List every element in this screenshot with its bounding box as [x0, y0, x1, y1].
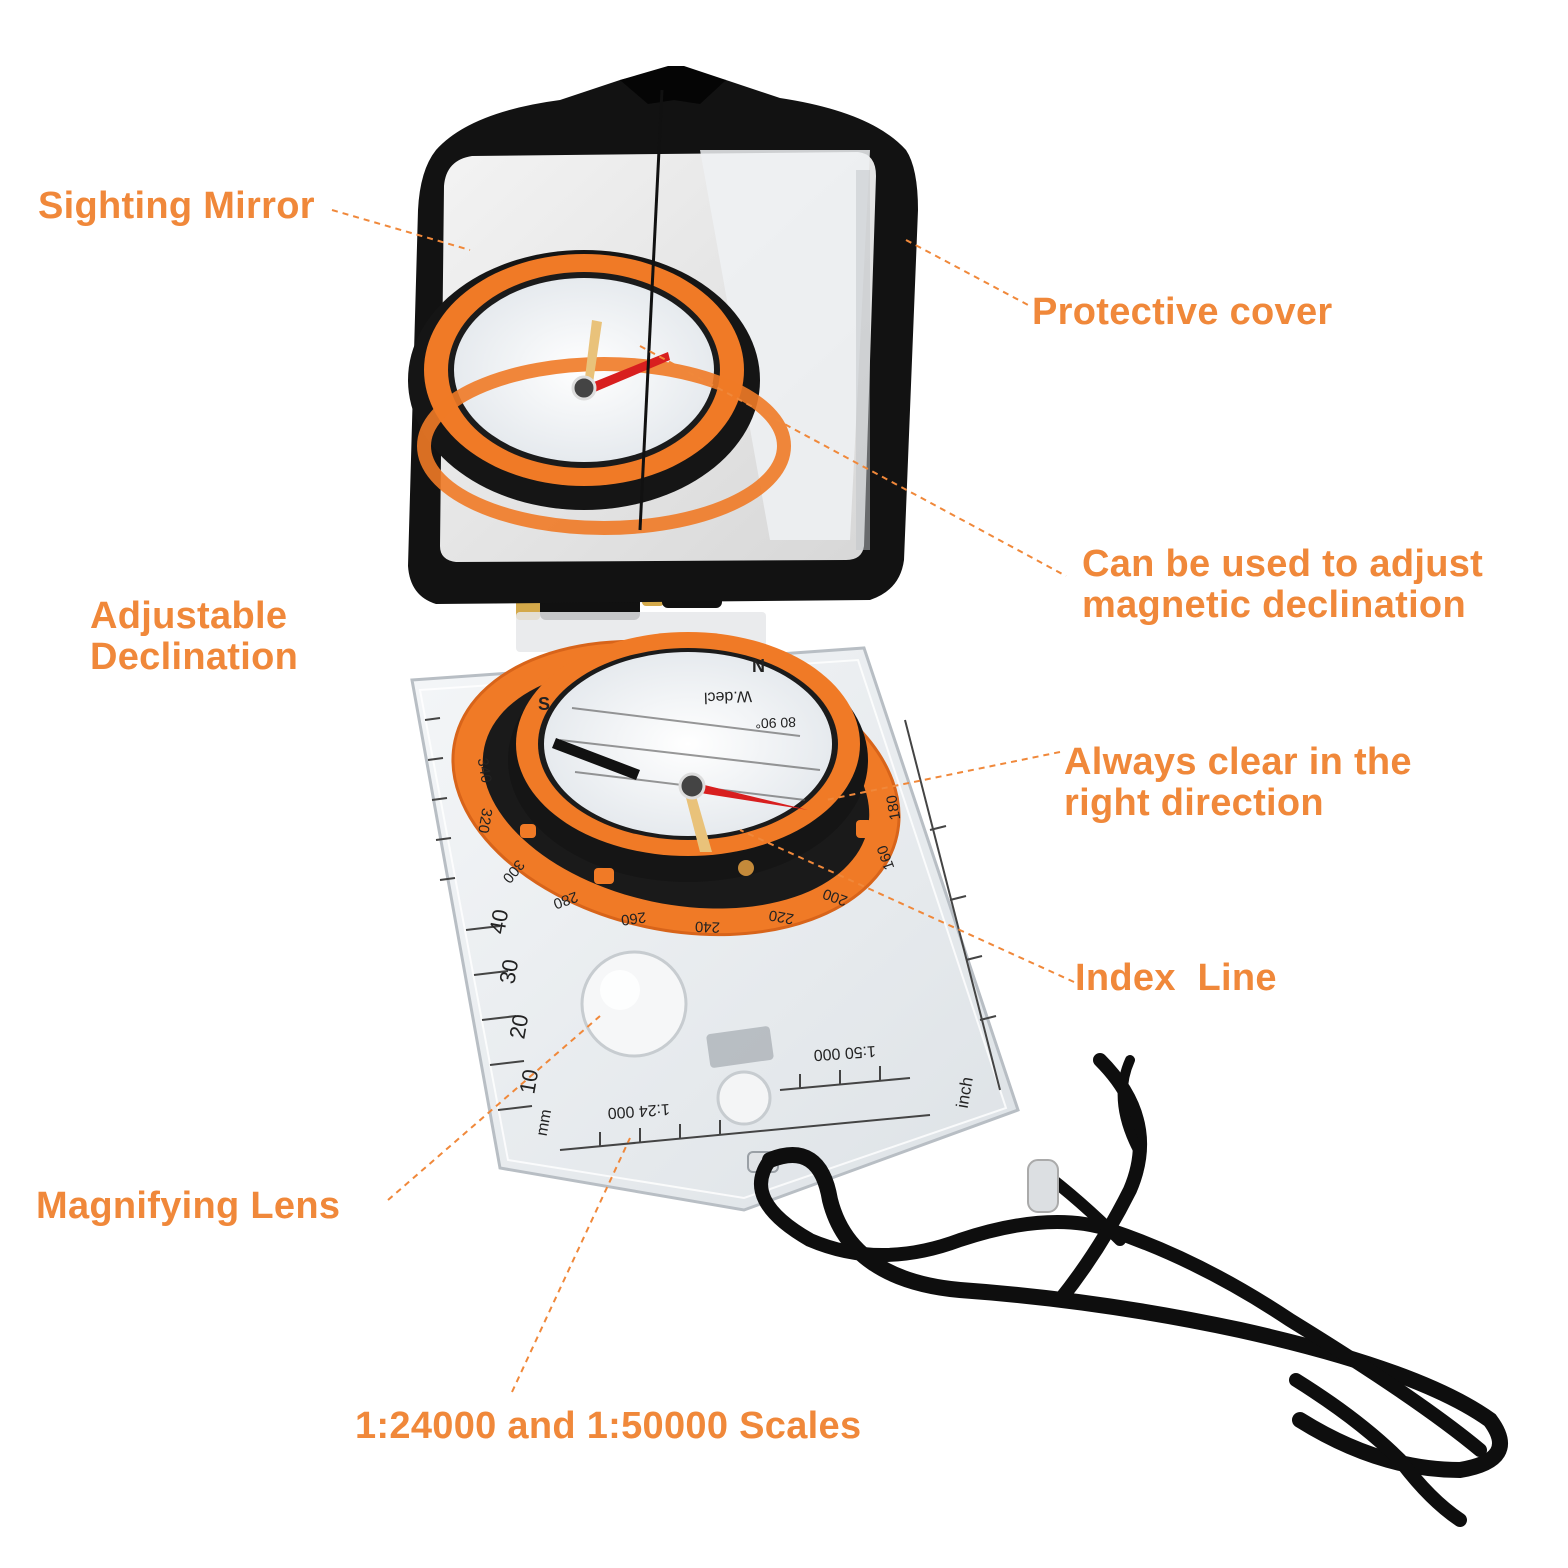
- ruler-number-30: 30: [494, 957, 523, 985]
- cardinal-s: S: [538, 694, 550, 714]
- label-adjust-declination: Can be used to adjust magnetic declinati…: [1082, 544, 1483, 626]
- main-dial: W.decl 80 90° 200 220 240 260 280 300 32…: [451, 632, 904, 937]
- callout-line-scales: [511, 1137, 631, 1393]
- callout-line-declination: [639, 345, 1067, 577]
- label-adjust-declination-line2: magnetic declination: [1082, 584, 1466, 626]
- lanyard: [754, 1053, 1508, 1527]
- bearing-240: 240: [695, 918, 721, 936]
- callout-line-clear: [825, 751, 1061, 801]
- label-always-clear-line1: Always clear in the: [1064, 741, 1412, 783]
- left-ruler: [424, 717, 533, 1111]
- callout-line-lens: [387, 1015, 601, 1201]
- unit-mm-text: mm: [534, 1108, 555, 1137]
- ruler-number-10: 10: [514, 1067, 543, 1095]
- label-adjustable-declination-line1: Adjustable: [90, 595, 288, 637]
- bearing-340: 340: [474, 757, 495, 785]
- ruler-number-20: 20: [504, 1012, 533, 1040]
- scale-50000-text: 1:50 000: [813, 1042, 876, 1063]
- right-ruler: [904, 719, 1001, 1091]
- bearing-320: 320: [474, 807, 495, 835]
- lanyard-whistle: [1027, 1159, 1059, 1213]
- mirror-lid: [408, 66, 918, 604]
- ruler-number-40: 40: [484, 907, 513, 935]
- label-protective-cover: Protective cover: [1032, 291, 1333, 333]
- label-magnifying-lens: Magnifying Lens: [36, 1185, 341, 1227]
- label-adjust-declination-line1: Can be used to adjust: [1082, 543, 1484, 585]
- small-lens: [716, 1070, 772, 1126]
- bearing-180: 180: [883, 794, 904, 822]
- scale-24000-text: 1:24 000: [607, 1100, 670, 1121]
- callout-line-cover: [905, 239, 1031, 307]
- label-adjustable-declination-line2: Declination: [90, 636, 299, 678]
- bearing-220: 220: [768, 906, 796, 927]
- callout-lines: [331, 209, 1075, 1393]
- label-scales: 1:24000 and 1:50000 Scales: [355, 1405, 862, 1447]
- label-sighting-mirror: Sighting Mirror: [38, 185, 315, 227]
- declination-values: 80 90°: [755, 714, 796, 731]
- label-always-clear: Always clear in the right direction: [1064, 742, 1412, 824]
- label-adjustable-declination: Adjustable Declination: [90, 596, 298, 678]
- bottom-ruler: [559, 1066, 931, 1151]
- label-index-line: Index Line: [1075, 957, 1277, 999]
- declination-label: W.decl: [704, 687, 753, 706]
- cardinal-n: N: [752, 656, 765, 676]
- label-always-clear-line2: right direction: [1064, 782, 1324, 824]
- bearing-260: 260: [620, 908, 647, 928]
- callout-line-mirror: [331, 209, 471, 251]
